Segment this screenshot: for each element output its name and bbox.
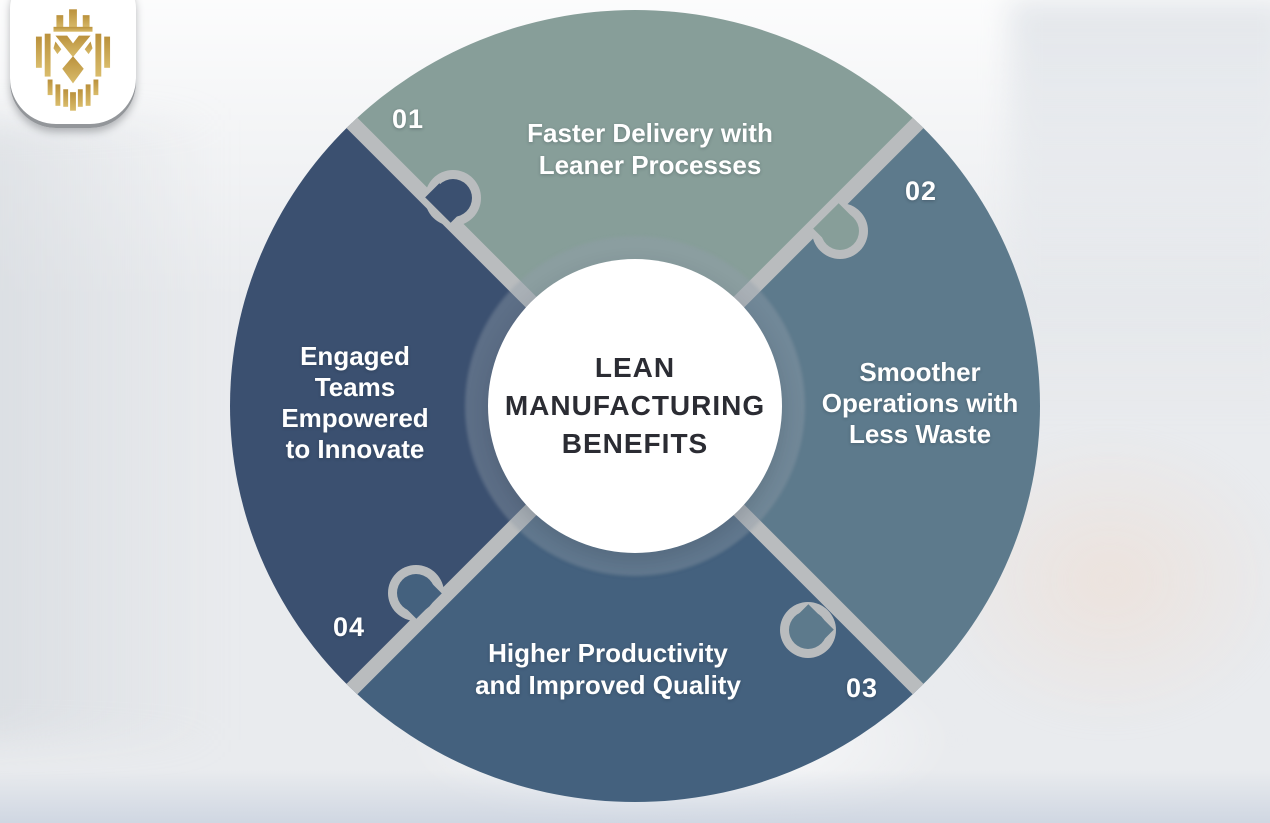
label-line: Operations with [821,388,1019,418]
label-line: and Improved Quality [475,670,741,700]
label-line: Teams [314,372,396,402]
segment-number-3: 03 [845,673,879,703]
background-warehouse-right [1010,0,1270,420]
puzzle-knob [789,611,827,649]
brand-logo-card [10,0,136,128]
label-line: Leaner Processes [538,150,762,180]
segment-label-faster-delivery: Faster Delivery with Leaner Processes [450,117,850,181]
label-line: Engaged [300,341,410,371]
label-line: Less Waste [848,419,992,449]
label-line: Smoother [859,357,981,387]
label-line: Faster Delivery with [527,118,773,148]
segment-number-4: 04 [332,612,366,642]
segment-label-engaged-teams: Engaged Teams Empowered to Innovate [260,341,450,465]
segment-number-2: 02 [904,176,938,206]
puzzle-knob [821,212,859,250]
segment-label-higher-productivity: Higher Productivity and Improved Quality [450,637,766,701]
infographic-title: LEAN MANUFACTURING BENEFITS [505,349,765,463]
puzzle-knob [434,179,472,217]
puzzle-knob [397,574,435,612]
center-circle: LEAN MANUFACTURING BENEFITS [488,259,782,553]
label-line: to Innovate [285,434,425,464]
title-line: BENEFITS [561,428,709,459]
segment-number-1: 01 [391,104,425,134]
title-line: MANUFACTURING [504,390,766,421]
gold-lion-crest-icon [35,9,111,111]
background-warehouse-left [0,120,220,740]
title-line: LEAN [594,352,676,383]
label-line: Higher Productivity [488,638,728,668]
label-line: Empowered [281,403,429,433]
segment-label-smoother-operations: Smoother Operations with Less Waste [795,357,1045,450]
